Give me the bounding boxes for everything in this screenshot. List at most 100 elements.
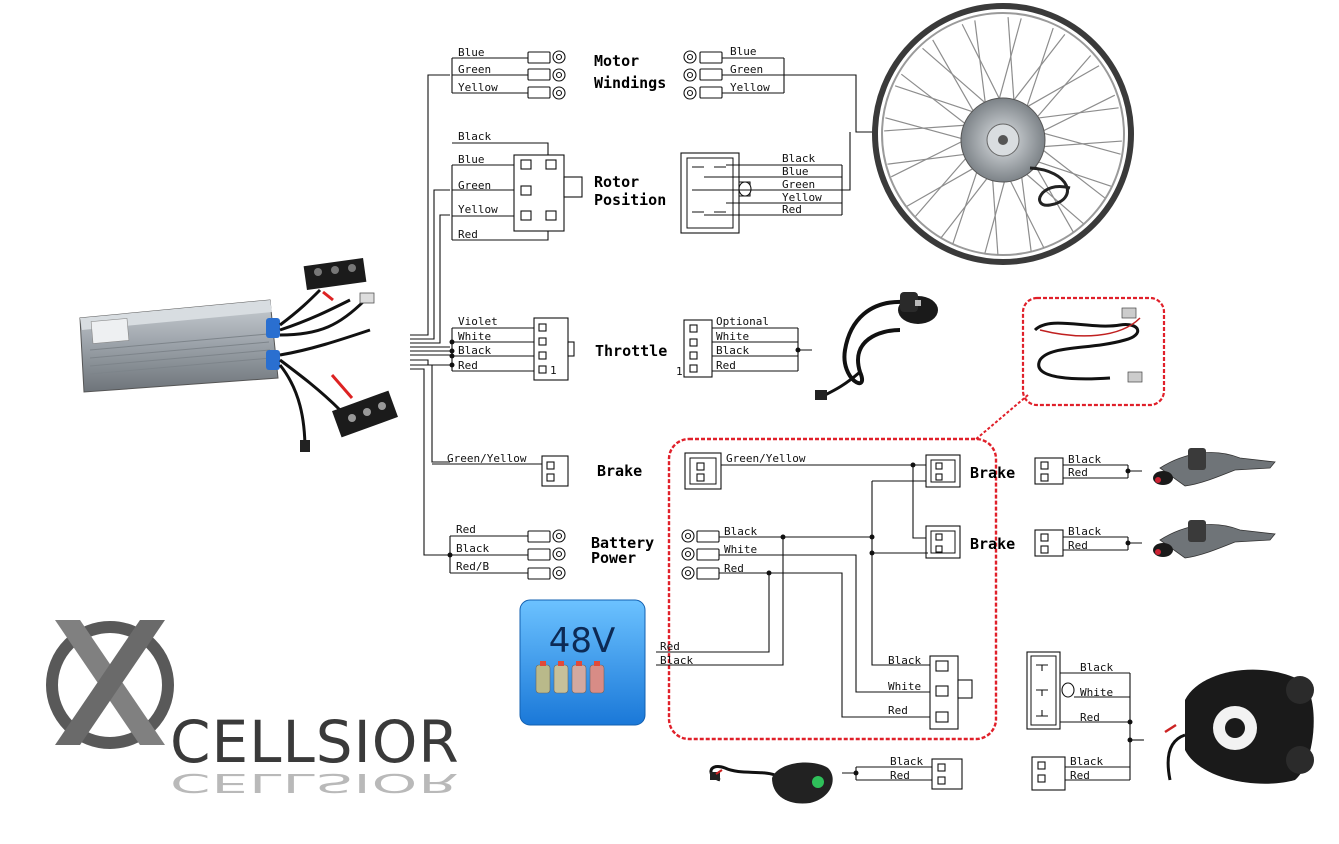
display-wire-label: Black [1080,661,1113,674]
harness-highlight [667,437,998,741]
rotor-right-wire-label: Red [782,203,802,216]
brake-left-wire-label: Green/Yellow [447,452,527,465]
motor-left-wire-label: Yellow [458,81,498,94]
motor-left-wire-label: Blue [458,46,485,59]
wheel-spoke [1027,107,1119,120]
battery-pack-wire-label: Red [660,640,680,653]
wheel-spoke [932,39,979,120]
motor-left-wire-label: Green [458,63,491,76]
display-unit: Black White Red Black Red [1026,651,1314,791]
brake2-wire-label: Black [1068,525,1101,538]
battery-pack-icon: 48V [519,599,646,726]
motor-right-wire-label: Green [730,63,763,76]
throttle-left-pin-label: 1 [550,364,557,377]
harness-brake-wire-label: Green/Yellow [726,452,806,465]
wheel-spoke [1030,55,1092,125]
throttle-right-wire-label: White [716,330,749,343]
battery-left-wire-label: Black [456,542,489,555]
extension-cable-photo [1021,296,1166,407]
rotor-title: Position [594,191,666,209]
logo-reflection: CELLSIOR [170,768,460,799]
throttle-section: Violet White Black Red 1 Throttle 1 [449,292,938,400]
throttle-left-wire-label: White [458,330,491,343]
wheel-spoke [1008,33,1066,107]
throttle-right-wire-label: Black [716,344,749,357]
lcd-display-photo [1164,669,1314,784]
controller-trunk [410,74,452,556]
wheel-spoke [887,152,979,165]
motor-right-wire-label: Yellow [730,81,770,94]
motor-title: Windings [594,74,666,92]
brake1-wire-label: Red [1068,466,1088,479]
rotor-left-wire-label: Blue [458,153,485,166]
battery-left-wire-label: Red/B [456,560,489,573]
switch-wire-label: Black [890,755,923,768]
display-wire-label: White [1080,686,1113,699]
brake2-wire-label: Red [1068,539,1088,552]
throttle-left-wire-label: Red [458,359,478,372]
harness-display-wire-label: Red [888,704,908,717]
brake-title: Brake [597,462,642,480]
battery-voltage: 48V [549,621,616,661]
hub-motor-wheel [872,3,1134,265]
throttle-connector-right [683,319,713,378]
harness-display-wire-label: Black [888,654,921,667]
brake-lever-2: Black Red [1034,520,1276,559]
brake1-title: Brake [970,464,1015,482]
display-lower-wire-label: Red [1070,769,1090,782]
wheel-spoke [974,20,987,112]
throttle-right-wire-label: Red [716,359,736,372]
throttle-connector-left [533,317,575,381]
switch-wire-label: Red [890,769,910,782]
throttle-title: Throttle [595,342,667,360]
throttle-left-wire-label: Black [458,344,491,357]
wheel-spoke [884,123,976,132]
brake-lever-1: Black Red [1034,448,1276,487]
wheel-spoke [1030,140,1122,149]
wheel-spoke [885,117,974,143]
logo-text: CELLSIOR [170,708,460,776]
controller-unit [79,257,398,452]
power-terminal-block [332,390,398,438]
harness-battery-wire-label: Red [724,562,744,575]
phase-terminal-block [303,257,367,291]
rotor-left-wire-label: Yellow [458,203,498,216]
wheel-spoke [996,18,1022,107]
wheel-spoke [1032,141,1106,199]
wheel-spoke [922,47,992,109]
battery-left-wire-label: Red [456,523,476,536]
throttle-right-wire-label: Optional [716,315,769,328]
xcellsior-logo: CELLSIOR CELLSIOR [46,620,460,799]
wheel-spoke [1032,94,1116,137]
battery-title: Battery [591,534,654,552]
rotor-right-wire-label: Yellow [782,191,822,204]
wheel-spoke [1007,17,1016,109]
rotor-right-wire-label: Blue [782,165,809,178]
harness-display-wire-label: White [888,680,921,693]
rotor-right-wire-label: Green [782,178,815,191]
motor-title: Motor [594,52,639,70]
rotor-position-section: Black Blue Green Yellow Red Rotor Positi… [451,130,851,241]
wheel-spoke [890,135,974,178]
wheel-spoke [961,23,1004,107]
rotor-title: Rotor [594,173,639,191]
harness-section: Green/Yellow Brake Brake Black White Red [656,437,1015,741]
wheel-spoke [1032,129,1121,155]
display-lower-wire-label: Black [1070,755,1103,768]
throttle-left-wire-label: Violet [458,315,498,328]
rotor-left-wire-label: Green [458,179,491,192]
motor-right-wire-label: Blue [730,45,757,58]
battery-title: Power [591,549,636,567]
brake-section: Green/Yellow Brake [432,452,642,487]
motor-windings-section: Blue Green Yellow Motor Windings [451,45,872,133]
rotor-right-wire-label: Black [782,152,815,165]
rotor-left-wire-label: Red [458,228,478,241]
throttle-right-pin-label: 1 [676,365,683,378]
wheel-spoke [900,73,974,131]
wheel-spoke [894,85,982,116]
rotor-left-wire-label: Black [458,130,491,143]
power-switch: Black Red [709,755,963,804]
throttle-handle-photo [815,292,938,400]
wheel-spoke [1023,27,1054,115]
